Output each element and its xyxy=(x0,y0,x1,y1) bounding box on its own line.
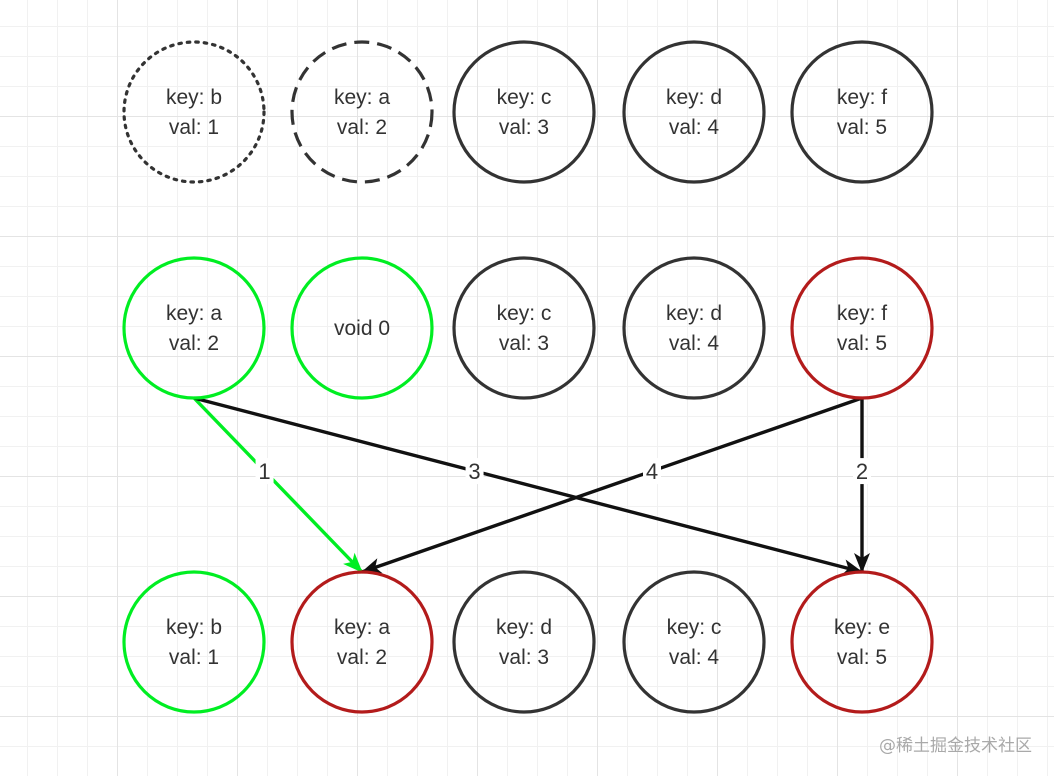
edge-label-background xyxy=(853,458,871,485)
node-label: val: 5 xyxy=(837,116,887,139)
edge-label-background xyxy=(465,458,484,485)
node-circle xyxy=(290,570,434,714)
node-label: val: 2 xyxy=(337,116,387,139)
node-circle xyxy=(622,570,766,714)
node-circle xyxy=(622,256,766,400)
node-circle xyxy=(452,40,596,184)
row-3-node-1: key: b val: 1 xyxy=(122,570,266,714)
node-label: key: d xyxy=(666,86,722,109)
edge-labels-layer: 1 2 3 4 xyxy=(255,458,871,485)
node-circle xyxy=(790,256,934,400)
node-circle xyxy=(790,40,934,184)
node-label: key: c xyxy=(667,616,722,639)
row-2-node-3: key: c val: 3 xyxy=(452,256,596,400)
row-1-node-5: key: f val: 5 xyxy=(790,40,934,184)
row-3-node-3: key: d val: 3 xyxy=(452,570,596,714)
node-label: key: a xyxy=(334,86,390,109)
node-label: val: 1 xyxy=(169,646,219,669)
node-label: key: f xyxy=(837,86,887,109)
node-circle xyxy=(122,570,266,714)
node-label: key: d xyxy=(496,616,552,639)
edge-3-line xyxy=(193,396,863,575)
node-label: key: c xyxy=(497,302,552,325)
node-circle xyxy=(452,570,596,714)
row-1-node-2: key: a val: 2 xyxy=(290,40,434,184)
node-circle xyxy=(122,256,266,400)
edge-label-background xyxy=(643,458,661,485)
edge-4-line xyxy=(361,396,863,574)
node-label: val: 4 xyxy=(669,332,720,355)
node-label: key: b xyxy=(166,616,222,639)
node-label: val: 3 xyxy=(499,332,549,355)
node-label: key: f xyxy=(837,302,887,325)
node-label: val: 1 xyxy=(169,116,219,139)
row-3-node-2: key: a val: 2 xyxy=(290,570,434,714)
row-3-node-4: key: c val: 4 xyxy=(622,570,766,714)
node-label: val: 4 xyxy=(669,116,720,139)
edge-label-background xyxy=(255,458,274,485)
node-label: void 0 xyxy=(334,317,390,340)
node-circle xyxy=(290,256,434,400)
row-1-node-4: key: d val: 4 xyxy=(622,40,766,184)
edge-label-1: 1 xyxy=(258,459,270,484)
row-2-node-1: key: a val: 2 xyxy=(122,256,266,400)
node-label: val: 3 xyxy=(499,116,549,139)
node-circle xyxy=(622,40,766,184)
row-1-node-3: key: c val: 3 xyxy=(452,40,596,184)
node-label: val: 2 xyxy=(169,332,219,355)
row-2-node-4: key: d val: 4 xyxy=(622,256,766,400)
node-label: key: c xyxy=(497,86,552,109)
row-3-node-5: key: e val: 5 xyxy=(790,570,934,714)
node-label: key: b xyxy=(166,86,222,109)
edge-label-3: 3 xyxy=(468,459,480,484)
node-circle xyxy=(452,256,596,400)
node-circle xyxy=(790,570,934,714)
node-circle xyxy=(122,40,266,184)
node-label: key: e xyxy=(834,616,890,639)
node-label: val: 5 xyxy=(837,646,887,669)
node-label: val: 2 xyxy=(337,646,387,669)
node-label: val: 5 xyxy=(837,332,887,355)
edges-layer xyxy=(192,396,870,575)
edge-label-2: 2 xyxy=(856,459,868,484)
node-label: val: 3 xyxy=(499,646,549,669)
row-1-node-1: key: b val: 1 xyxy=(122,40,266,184)
edge-1-line xyxy=(192,396,364,574)
edge-label-4: 4 xyxy=(646,459,658,484)
node-label: key: d xyxy=(666,302,722,325)
node-circle xyxy=(290,40,434,184)
node-label: key: a xyxy=(166,302,222,325)
row-2-node-5: key: f val: 5 xyxy=(790,256,934,400)
node-label: val: 4 xyxy=(669,646,720,669)
row-2-node-2: void 0 xyxy=(290,256,434,400)
node-label: key: a xyxy=(334,616,390,639)
watermark-text: @稀土掘金技术社区 xyxy=(879,736,1032,756)
